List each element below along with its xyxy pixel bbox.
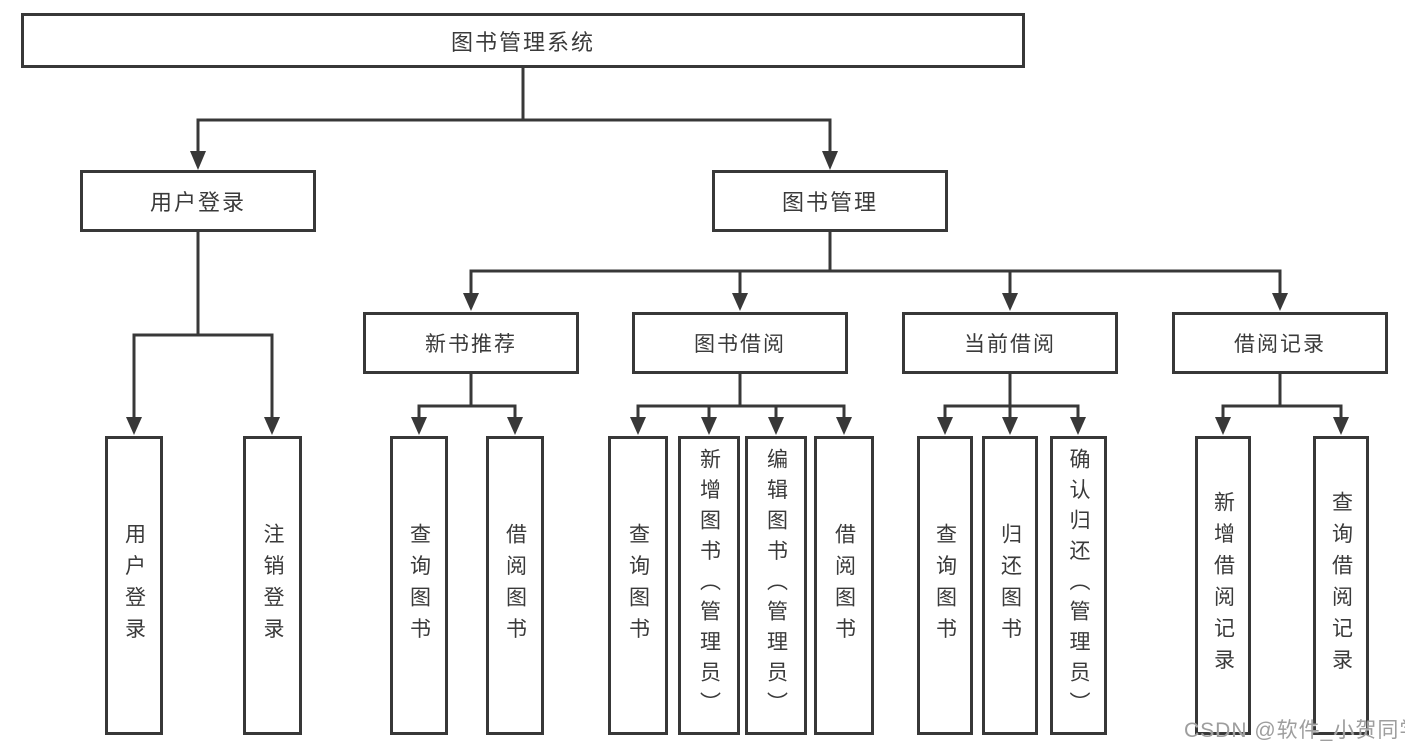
node-label: 当前借阅 (964, 333, 1056, 356)
leaf-bb-edit-books-admin: 编辑图书（管理员） (745, 436, 807, 735)
csdn-watermark: CSDN @软件_小贺同学 (1184, 719, 1405, 742)
book-management-connector (469, 230, 1282, 296)
leaf-label: 新增借阅记录 (1211, 491, 1235, 680)
new-book-arrowheads (411, 417, 523, 435)
node-label: 图书管理 (781, 190, 878, 215)
leaf-label: 编辑图书（管理员） (764, 448, 788, 723)
leaf-label: 注销登录 (261, 522, 284, 649)
current-borrow-arrowheads (937, 417, 1086, 435)
borrow-records-arrowheads (1215, 417, 1349, 435)
node-label: 新书推荐 (425, 333, 517, 356)
node-borrowing-records: 借阅记录 (1172, 312, 1388, 374)
leaf-label: 查询借阅记录 (1329, 491, 1353, 680)
leaf-label: 查询图书 (407, 522, 431, 649)
node-book-management: 图书管理 (712, 170, 948, 232)
leaf-bb-add-books-admin: 新增图书（管理员） (678, 436, 740, 735)
node-label: 图书借阅 (694, 333, 786, 356)
leaf-label: 查询图书 (933, 522, 957, 649)
leaf-logout: 注销登录 (243, 436, 302, 735)
leaf-label: 新增图书（管理员） (697, 448, 721, 723)
leaf-cb-return-books: 归还图书 (982, 436, 1038, 735)
leaf-label: 借阅图书 (503, 522, 527, 649)
leaf-bb-query-books: 查询图书 (608, 436, 668, 735)
node-label: 借阅记录 (1234, 333, 1326, 356)
book-management-arrowheads (463, 293, 1288, 311)
user-login-arrowheads (126, 417, 280, 435)
root-node-label: 图书管理系统 (450, 29, 595, 55)
book-borrow-arrowheads (630, 417, 852, 435)
root-connector (196, 66, 832, 154)
book-borrow-connector (636, 372, 846, 420)
node-current-borrowing: 当前借阅 (902, 312, 1118, 374)
leaf-nb-query-books: 查询图书 (390, 436, 448, 735)
leaf-nb-borrow-books: 借阅图书 (486, 436, 544, 735)
leaf-br-add-borrow-record: 新增借阅记录 (1195, 436, 1251, 735)
leaf-label: 确认归还（管理员） (1067, 448, 1090, 723)
leaf-label: 归还图书 (998, 522, 1022, 649)
leaf-cb-confirm-return-admin: 确认归还（管理员） (1050, 436, 1107, 735)
node-label: 用户登录 (149, 190, 246, 215)
node-new-book-recommendation: 新书推荐 (363, 312, 579, 374)
leaf-label: 查询图书 (626, 522, 650, 649)
root-connector-arrowheads (190, 151, 838, 170)
leaf-label: 用户登录 (122, 522, 146, 649)
leaf-cb-query-books: 查询图书 (917, 436, 973, 735)
current-borrow-connector (943, 372, 1080, 420)
root-node: 图书管理系统 (21, 13, 1025, 68)
new-book-connector (417, 372, 517, 420)
node-user-login: 用户登录 (80, 170, 316, 232)
node-book-borrowing: 图书借阅 (632, 312, 848, 374)
user-login-connector (132, 230, 274, 420)
borrow-records-connector (1221, 372, 1343, 420)
leaf-bb-borrow-books: 借阅图书 (814, 436, 874, 735)
leaf-user-login: 用户登录 (105, 436, 163, 735)
leaf-br-query-borrow-record: 查询借阅记录 (1313, 436, 1369, 735)
leaf-label: 借阅图书 (832, 522, 856, 649)
